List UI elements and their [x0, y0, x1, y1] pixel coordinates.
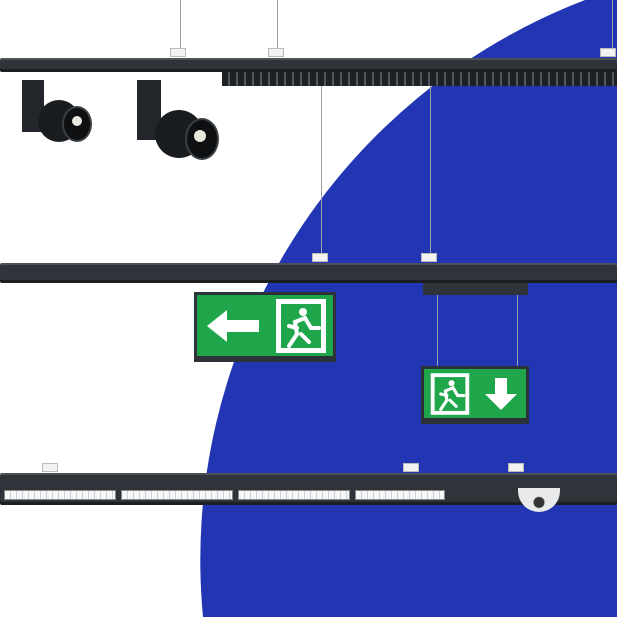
linear-light-module [355, 490, 445, 500]
linear-light-strip [222, 72, 617, 86]
suspension-wire [612, 0, 613, 55]
rail-clip [268, 48, 284, 57]
running-man-icon [430, 372, 469, 415]
sign-mount-bar [423, 283, 528, 295]
running-man-icon [276, 298, 326, 353]
top-track-rail [0, 58, 617, 72]
rail-clip [312, 253, 328, 262]
rail-clip [600, 48, 616, 57]
suspension-wire [517, 295, 518, 367]
suspension-wire [430, 85, 431, 255]
spotlight-icon [137, 80, 227, 165]
exit-sign-left-arrow-icon [194, 292, 336, 362]
linear-light-module [4, 490, 116, 500]
middle-track-rail [0, 263, 617, 283]
suspension-wire [277, 0, 278, 55]
rail-clip [421, 253, 437, 262]
suspension-wire [321, 85, 322, 255]
spotlight-icon [22, 80, 92, 145]
linear-light-module [121, 490, 233, 500]
exit-sign-down-arrow-icon [421, 366, 529, 424]
suspension-wire [180, 0, 181, 55]
linear-light-module [238, 490, 350, 500]
rail-clip [508, 463, 524, 472]
rail-clip [42, 463, 58, 472]
rail-clip [170, 48, 186, 57]
rail-clip [403, 463, 419, 472]
suspension-wire [437, 295, 438, 367]
